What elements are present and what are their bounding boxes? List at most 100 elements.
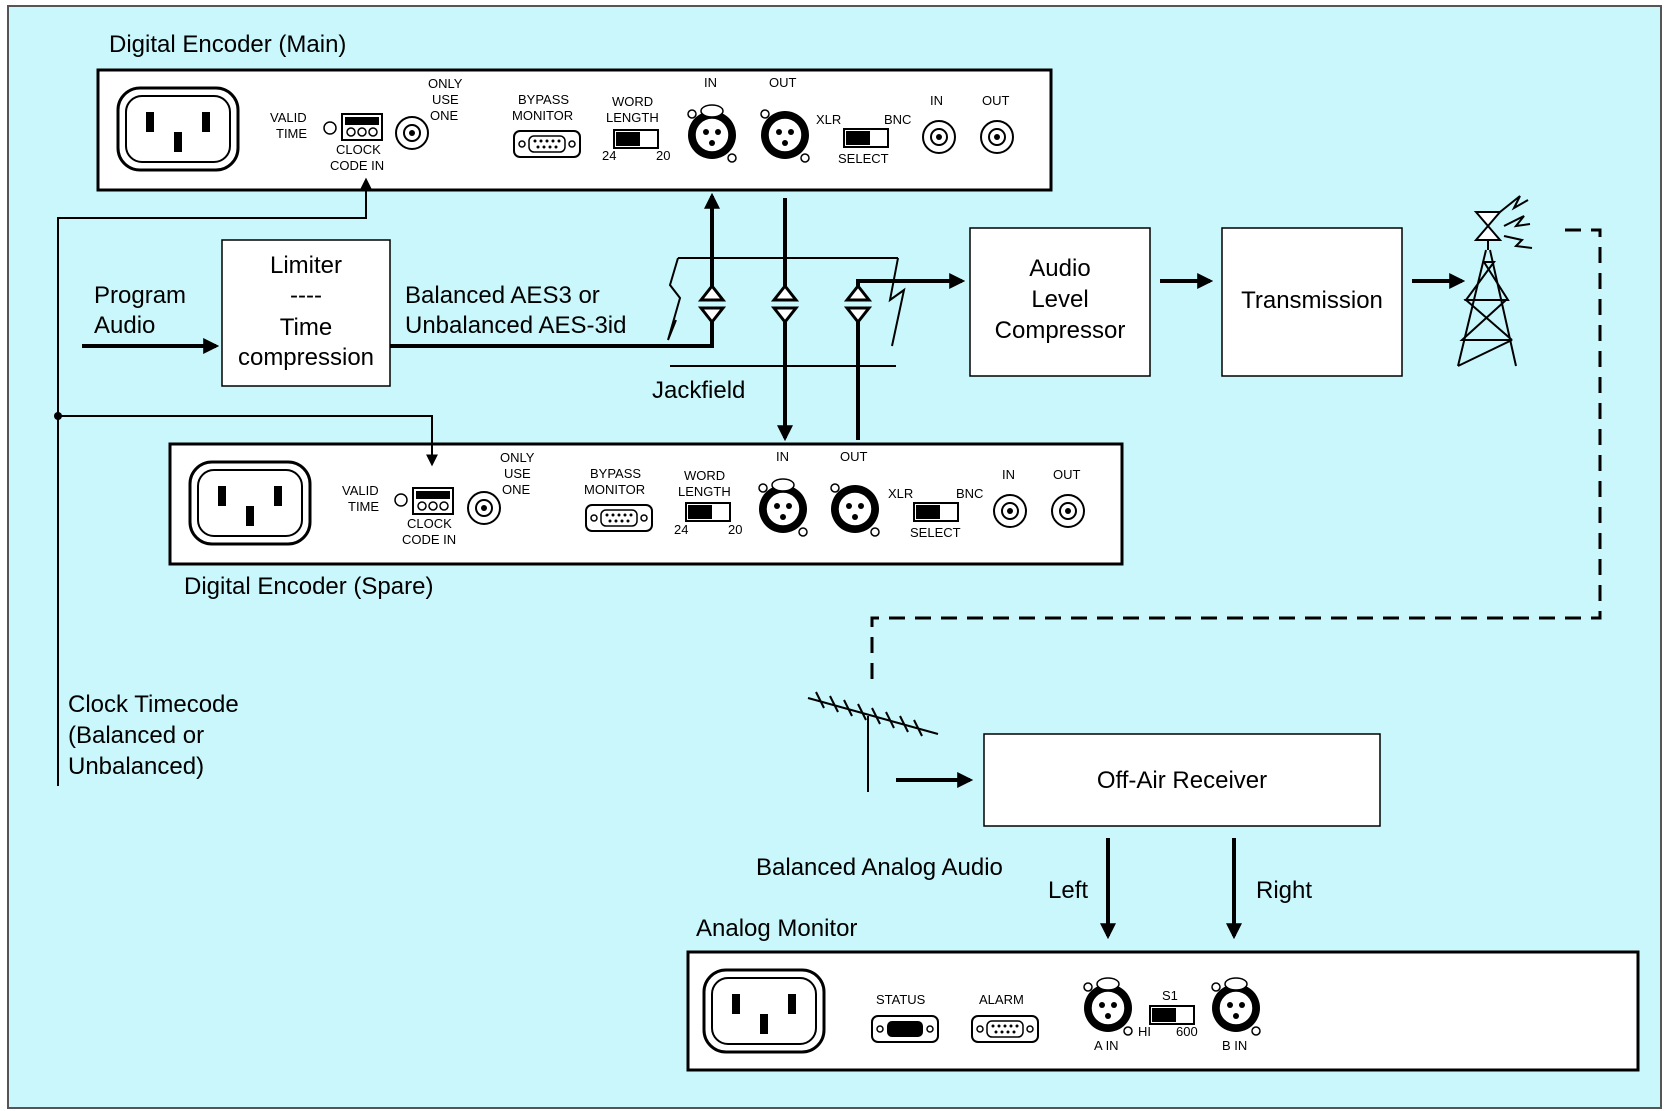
clock-timecode-line xyxy=(57,177,372,786)
clock-timecode-label-3: Unbalanced) xyxy=(68,753,204,780)
svg-text:LENGTH: LENGTH xyxy=(606,110,659,125)
analog-monitor-title: Analog Monitor xyxy=(696,915,857,942)
svg-text:OUT: OUT xyxy=(982,93,1010,108)
svg-text:CLOCK: CLOCK xyxy=(407,516,452,531)
valid-time-led-icon xyxy=(323,121,337,135)
svg-text:24: 24 xyxy=(674,522,688,537)
svg-text:OUT: OUT xyxy=(769,75,797,90)
xlr-bnc-select-switch-icon xyxy=(843,128,889,148)
right-label: Right xyxy=(1256,877,1312,904)
left-label: Left xyxy=(1048,877,1088,904)
encoder-spare-title: Digital Encoder (Spare) xyxy=(184,573,433,600)
limiter-divider: ---- xyxy=(290,282,322,309)
balanced-analog-label: Balanced Analog Audio xyxy=(756,854,1003,881)
svg-text:OUT: OUT xyxy=(840,449,868,464)
jackfield-label: Jackfield xyxy=(652,377,745,404)
word-length-switch-icon xyxy=(685,502,731,522)
encoder-main-title: Digital Encoder (Main) xyxy=(109,31,346,58)
svg-text:600: 600 xyxy=(1176,1024,1198,1039)
aes-format-label: Balanced AES3 or xyxy=(405,282,600,309)
svg-text:STATUS: STATUS xyxy=(876,992,926,1007)
program-audio-label-2: Audio xyxy=(94,312,155,339)
svg-text:CODE IN: CODE IN xyxy=(330,158,384,173)
svg-text:A IN: A IN xyxy=(1094,1038,1119,1053)
status-db9-icon xyxy=(871,1015,939,1043)
power-inlet-icon xyxy=(188,460,312,546)
xlr-bnc-select-switch-icon xyxy=(913,502,959,522)
svg-text:XLR: XLR xyxy=(816,112,841,127)
svg-text:IN: IN xyxy=(930,93,943,108)
svg-text:SELECT: SELECT xyxy=(838,151,889,166)
valid-time-led-icon xyxy=(394,493,408,507)
clock-timecode-label: Clock Timecode xyxy=(68,691,239,718)
bnc-in-connector-icon xyxy=(922,120,956,154)
svg-text:Compressor: Compressor xyxy=(995,317,1126,344)
limiter-label: Limiter xyxy=(270,252,342,279)
svg-text:TIME: TIME xyxy=(276,126,307,141)
limiter-box: Limiter ---- Time compression xyxy=(221,239,391,387)
compressor-feed-arrow xyxy=(856,273,966,289)
svg-text:ONE: ONE xyxy=(502,482,531,497)
svg-text:CLOCK: CLOCK xyxy=(336,142,381,157)
svg-text:Audio: Audio xyxy=(1029,255,1090,282)
off-air-receiver-box: Off-Air Receiver xyxy=(983,733,1381,827)
limiter-time-label: Time xyxy=(280,314,332,341)
svg-text:WORD: WORD xyxy=(684,468,725,483)
svg-text:ALARM: ALARM xyxy=(979,992,1024,1007)
svg-text:USE: USE xyxy=(432,92,459,107)
svg-text:B IN: B IN xyxy=(1222,1038,1247,1053)
bypass-monitor-db9-icon xyxy=(513,130,581,158)
svg-text:IN: IN xyxy=(776,449,789,464)
clock-timecode-spare-line xyxy=(58,415,438,467)
bnc-in-connector-icon xyxy=(993,494,1027,528)
svg-text:XLR: XLR xyxy=(888,486,913,501)
s1-switch-icon xyxy=(1149,1005,1195,1025)
clock-timecode-label-2: (Balanced or xyxy=(68,722,204,749)
program-audio-label: Program xyxy=(94,282,186,309)
transmission-box: Transmission xyxy=(1221,227,1403,377)
svg-text:BNC: BNC xyxy=(884,112,911,127)
word-length-switch-icon xyxy=(613,129,659,149)
svg-text:OUT: OUT xyxy=(1053,467,1081,482)
bnc-connector-icon xyxy=(467,491,501,525)
terminal-block-icon xyxy=(412,487,454,515)
encoder-main-panel: VALID TIME CLOCK CODE IN ONLY USE ONE BY… xyxy=(96,68,1053,192)
svg-text:MONITOR: MONITOR xyxy=(512,108,573,123)
power-inlet-icon xyxy=(702,968,826,1054)
svg-text:IN: IN xyxy=(704,75,717,90)
svg-text:HI: HI xyxy=(1138,1024,1151,1039)
svg-text:WORD: WORD xyxy=(612,94,653,109)
svg-text:20: 20 xyxy=(728,522,742,537)
svg-text:BYPASS: BYPASS xyxy=(590,466,641,481)
svg-text:VALID: VALID xyxy=(270,110,307,125)
terminal-block-icon xyxy=(341,113,383,141)
svg-text:S1: S1 xyxy=(1162,988,1178,1003)
bnc-connector-icon xyxy=(395,116,429,150)
svg-text:ONE: ONE xyxy=(430,108,459,123)
limiter-compression-label: compression xyxy=(238,344,374,371)
svg-text:24: 24 xyxy=(602,148,616,163)
svg-text:ONLY: ONLY xyxy=(428,76,463,91)
svg-text:TIME: TIME xyxy=(348,499,379,514)
svg-text:MONITOR: MONITOR xyxy=(584,482,645,497)
alarm-db9-icon xyxy=(971,1015,1039,1043)
svg-text:LENGTH: LENGTH xyxy=(678,484,731,499)
svg-text:Level: Level xyxy=(1031,286,1088,313)
svg-text:IN: IN xyxy=(1002,467,1015,482)
svg-text:SELECT: SELECT xyxy=(910,525,961,540)
off-air-link xyxy=(870,228,1602,680)
svg-text:ONLY: ONLY xyxy=(500,450,535,465)
svg-text:BYPASS: BYPASS xyxy=(518,92,569,107)
power-inlet-icon xyxy=(116,86,240,172)
yagi-antenna-icon xyxy=(807,691,939,792)
svg-text:20: 20 xyxy=(656,148,670,163)
bypass-monitor-db9-icon xyxy=(585,504,653,532)
bnc-out-connector-icon xyxy=(980,120,1014,154)
transmitter-tower-icon xyxy=(1457,195,1533,367)
compressor-box: Audio Level Compressor xyxy=(969,227,1151,377)
encoder-spare-panel: VALID TIME CLOCK CODE IN ONLY USE ONE BY… xyxy=(168,442,1124,566)
svg-text:Transmission: Transmission xyxy=(1241,287,1383,314)
svg-text:Off-Air Receiver: Off-Air Receiver xyxy=(1097,767,1267,794)
bnc-out-connector-icon xyxy=(1051,494,1085,528)
